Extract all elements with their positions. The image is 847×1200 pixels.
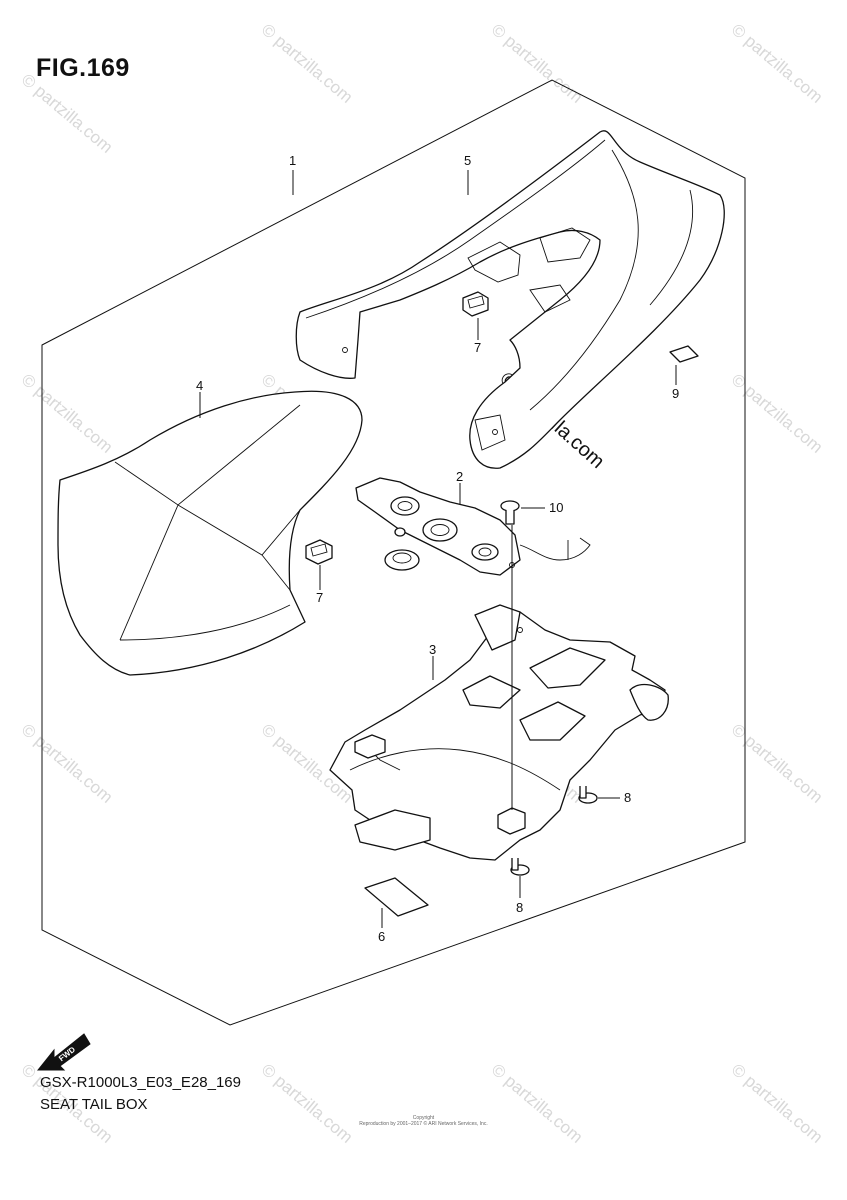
callout-4: 4 — [196, 378, 203, 393]
mount-hole — [342, 347, 348, 353]
seat-crease-line — [261, 554, 291, 591]
bracket-grommet — [390, 496, 420, 516]
callout-9: 9 — [672, 386, 679, 401]
tray-damper — [354, 734, 386, 759]
leader-lines — [199, 170, 677, 928]
cowl-mount-tab — [467, 241, 521, 283]
tray-rubber-pad — [529, 647, 606, 689]
grommet-hole — [478, 547, 492, 557]
grommet-hole — [392, 552, 412, 564]
part-9-pad[interactable] — [669, 345, 699, 363]
clip-nut[interactable] — [462, 291, 489, 317]
part-4-seat-cover[interactable] — [57, 390, 363, 676]
callout-6: 6 — [378, 929, 385, 944]
seat-crease-line — [119, 504, 179, 641]
figure-title: FIG.169 — [36, 54, 130, 82]
cowl-mount-tab — [474, 414, 506, 451]
model-code: GSX-R1000L3_E03_E28_169 — [40, 1074, 241, 1091]
grommet-hole — [397, 501, 413, 511]
part-8-bolt-lower[interactable] — [510, 858, 530, 876]
callout-8-lower: 8 — [516, 900, 523, 915]
seat-cover-shell[interactable] — [57, 390, 363, 676]
callout-1: 1 — [289, 153, 296, 168]
tray-inner-edge — [349, 748, 561, 791]
callout-8-upper: 8 — [624, 790, 631, 805]
pad[interactable] — [364, 877, 429, 917]
tail-cowl-shell[interactable] — [295, 130, 725, 469]
part-3-tail-box[interactable] — [329, 604, 669, 861]
clip-nut-detail — [467, 295, 485, 309]
assembly-boundary — [41, 79, 746, 1026]
tray-rubber-pad — [462, 675, 521, 709]
bolt-shank — [579, 786, 587, 799]
pad[interactable] — [669, 345, 699, 363]
grommet-small — [394, 527, 406, 537]
cowl-edge-line — [529, 149, 639, 411]
part-8-bolt-upper[interactable] — [578, 786, 598, 804]
tray-rear-tab — [354, 809, 431, 851]
callout-7-upper: 7 — [474, 340, 481, 355]
bolt-shank — [511, 858, 519, 871]
diagram-name: SEAT TAIL BOX — [40, 1096, 148, 1113]
part-6-pad[interactable] — [364, 877, 429, 917]
copyright-text: Copyright Reproduction by 2001–2017 © AR… — [359, 1115, 488, 1127]
part-5-tail-cowl[interactable] — [295, 130, 725, 469]
screw-head[interactable] — [500, 500, 520, 512]
forward-arrow-icon: FWD — [36, 1033, 91, 1071]
bracket-grommet — [422, 518, 458, 542]
tray-hole — [517, 627, 523, 633]
grommet-hole — [430, 524, 450, 536]
cowl-edge-line — [649, 189, 694, 306]
bracket-grommet — [471, 543, 499, 561]
callout-10: 10 — [549, 500, 563, 515]
callout-7-lower: 7 — [316, 590, 323, 605]
part-2-bracket-plate[interactable] — [355, 477, 591, 576]
callout-2: 2 — [456, 469, 463, 484]
cowl-mount-tab — [539, 227, 591, 263]
cowl-mount-tab — [529, 284, 571, 313]
tray-front-hook — [474, 604, 521, 651]
clip-nut-detail — [310, 543, 328, 557]
grommet[interactable] — [384, 549, 420, 571]
bracket-wire — [519, 537, 591, 561]
callout-3: 3 — [429, 642, 436, 657]
part-10-screw[interactable] — [500, 500, 520, 525]
cowl-edge-line — [305, 139, 606, 319]
tray-side-knob — [629, 683, 669, 721]
callout-5: 5 — [464, 153, 471, 168]
part-7-clip-nut-upper[interactable] — [462, 291, 489, 317]
part-7-clip-nut-lower[interactable] — [305, 539, 333, 565]
clip-nut[interactable] — [305, 539, 333, 565]
screw-shank — [505, 510, 515, 525]
seat-crease-line — [119, 604, 291, 641]
tray-rubber-pad — [519, 701, 586, 741]
grommet-loose[interactable] — [384, 527, 420, 571]
mount-hole — [492, 429, 498, 435]
